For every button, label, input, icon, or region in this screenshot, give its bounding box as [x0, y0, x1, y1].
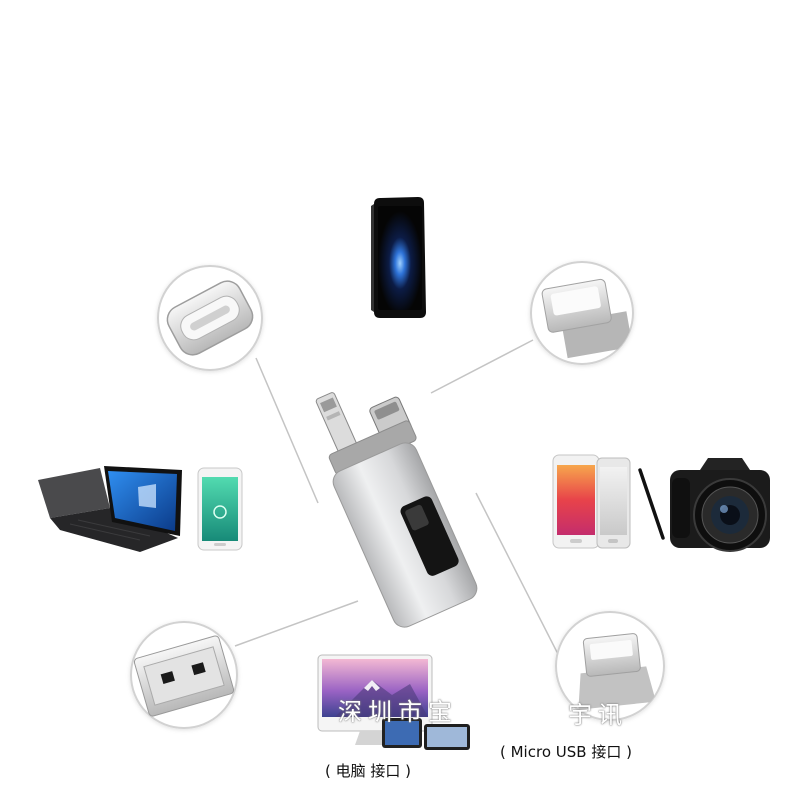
- android-phone-icon: [552, 454, 600, 549]
- drive-window-slot: [405, 504, 429, 531]
- watermark-right: 宇讯: [568, 701, 628, 729]
- lightning-connector-icon: [541, 278, 633, 359]
- slash-divider-icon: [638, 468, 665, 540]
- callout-type-c: [157, 265, 263, 371]
- drive-body: [332, 442, 478, 628]
- iphone-screen: [378, 206, 422, 310]
- laptop-icon: [38, 466, 182, 552]
- leader-line-usb-a: [234, 600, 359, 647]
- micro-usb-connector-icon: [578, 633, 656, 710]
- android-phone-icon: [596, 457, 631, 549]
- dslr-camera-icon: [670, 458, 770, 552]
- computer-port-label: ( 电脑 接口 ): [325, 762, 412, 780]
- phone-screen: [202, 477, 238, 541]
- callout-usb-a: [130, 621, 238, 729]
- desktop-monitor-icon: [317, 654, 433, 745]
- four-in-one-flash-drive-icon: [315, 392, 478, 628]
- android-phone-icon: [197, 467, 243, 551]
- iphone-icon: [371, 197, 426, 318]
- phone-screen: [600, 467, 627, 535]
- leader-line-micro-usb: [475, 492, 562, 661]
- tablet-icon: [382, 718, 470, 750]
- leader-line-lightning: [430, 339, 534, 394]
- leader-line-type-c: [255, 357, 319, 504]
- micro-usb-port-label: ( Micro USB 接口 ): [500, 743, 632, 761]
- watermark-left: 深圳市宝: [338, 698, 458, 726]
- usb-a-connector-icon: [133, 635, 235, 717]
- usb-type-c-connector-icon: [166, 280, 254, 356]
- leader-lines: [234, 339, 562, 661]
- callout-micro-usb: [555, 611, 665, 721]
- phone-screen: [557, 465, 595, 535]
- callout-lightning: [530, 261, 634, 365]
